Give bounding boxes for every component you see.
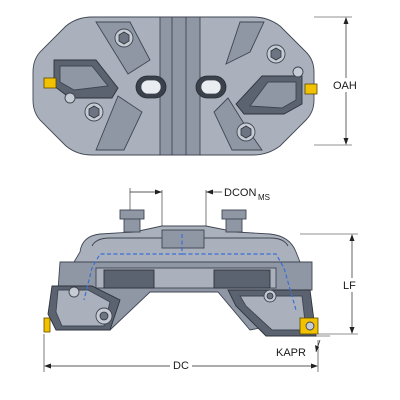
dcon-dimension: DCON MS: [129, 187, 270, 226]
dcon-label: DCON: [224, 187, 256, 199]
top-boss: [123, 217, 141, 233]
top-view: [32, 16, 318, 156]
oah-dimension: OAH: [314, 16, 360, 146]
center-key: [161, 229, 205, 249]
dc-dimension: DC: [43, 334, 319, 372]
hex-socket-screw-icon: [84, 102, 104, 122]
side-view: [43, 209, 319, 337]
lf-dimension: LF: [300, 233, 362, 335]
kapr-dimension: KAPR: [276, 335, 330, 359]
center-channel: [159, 16, 201, 156]
insert-icon: [43, 77, 57, 89]
clamp-screw-icon: [68, 286, 80, 298]
hex-socket-screw-icon: [95, 307, 113, 325]
left-plate: [95, 21, 151, 75]
dc-label: DC: [173, 360, 189, 372]
insert-icon: [304, 83, 318, 95]
clamp-screw-icon: [292, 66, 304, 78]
insert-icon: [43, 317, 51, 333]
hex-socket-screw-icon: [266, 44, 286, 64]
lf-label: LF: [343, 280, 356, 292]
hex-socket-screw-icon: [236, 122, 256, 142]
clamp-screw-icon: [305, 321, 315, 331]
oah-label: OAH: [333, 80, 357, 92]
right-plate: [225, 21, 265, 65]
coolant-channel-icon: [83, 234, 183, 301]
top-boss: [225, 217, 243, 233]
hex-socket-screw-icon: [263, 289, 277, 303]
dcon-sub-label: MS: [258, 193, 270, 202]
hex-socket-screw-icon: [114, 28, 134, 48]
kapr-label: KAPR: [276, 347, 306, 359]
clamp-screw-icon: [64, 92, 76, 104]
